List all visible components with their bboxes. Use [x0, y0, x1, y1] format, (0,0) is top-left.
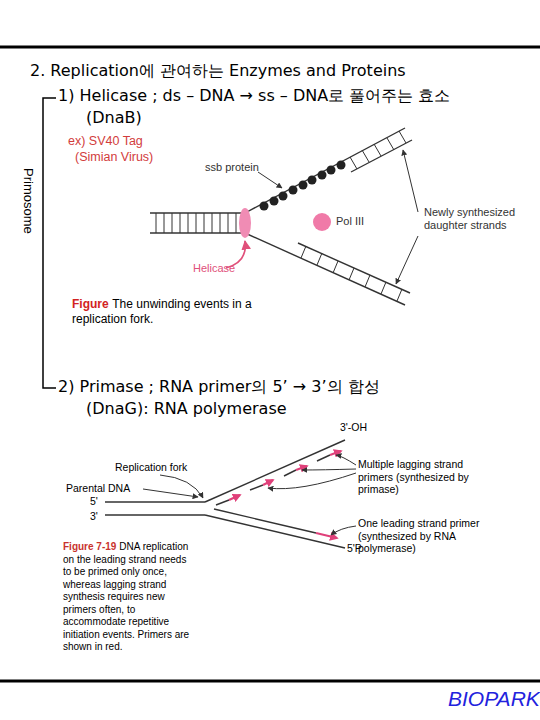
part-label: Parental DNA: [66, 482, 130, 495]
helicase-shape: [239, 208, 251, 238]
leader-line: [258, 172, 282, 188]
watermark: BIOPARK: [448, 686, 540, 711]
heading-line: (DnaB): [86, 108, 142, 127]
example-note: ex) SV40 Tag: [68, 134, 143, 149]
figure-tag: Figure 7-19: [63, 541, 116, 552]
part-label: Helicase: [193, 262, 235, 275]
caption-block: FigureThe unwinding events in a replicat…: [72, 297, 304, 327]
end-label: 3': [90, 510, 98, 523]
part-label: Replication fork: [115, 461, 187, 474]
end-label: 3'-OH: [340, 421, 367, 434]
ssb-dots: [260, 161, 346, 211]
bracket-label: Primosome: [20, 168, 36, 234]
end-label: 5': [90, 495, 98, 508]
part-label: ssb protein: [205, 161, 259, 174]
heading-line: 1) Helicase ; ds – DNA → ss – DNA로 풀어주는 …: [58, 86, 450, 105]
part-label: Multiple lagging strand primers (synthes…: [358, 458, 480, 496]
figure-caption: DNA replication on the leading strand ne…: [63, 541, 189, 652]
rule-line: [0, 680, 540, 683]
rule-line: [0, 46, 540, 49]
bracket: [43, 98, 56, 388]
caption-block: Figure 7-19DNA replication on the leadin…: [63, 541, 191, 654]
polymerase-shape: [313, 213, 331, 231]
end-label: 5'P: [347, 542, 362, 555]
heading-line: (DnaG): RNA polymerase: [86, 399, 287, 418]
part-label: Pol III: [336, 215, 364, 228]
part-label: One leading strand primer (synthesized b…: [358, 517, 480, 555]
slide-title: 2. Replication에 관여하는 Enzymes and Protein…: [30, 61, 406, 80]
primer-arrows: [229, 451, 341, 538]
fork-figure: [150, 128, 412, 305]
part-label: Newly synthesized daughter strands: [424, 206, 536, 232]
leader-line: [396, 236, 418, 284]
leader-line: [403, 150, 418, 212]
figure-tag: Figure: [72, 297, 109, 311]
primer-figure: [105, 440, 345, 548]
heading-line: 2) Primase ; RNA primer의 5’ → 3’의 합성: [58, 377, 380, 396]
example-note: (Simian Virus): [75, 150, 153, 165]
